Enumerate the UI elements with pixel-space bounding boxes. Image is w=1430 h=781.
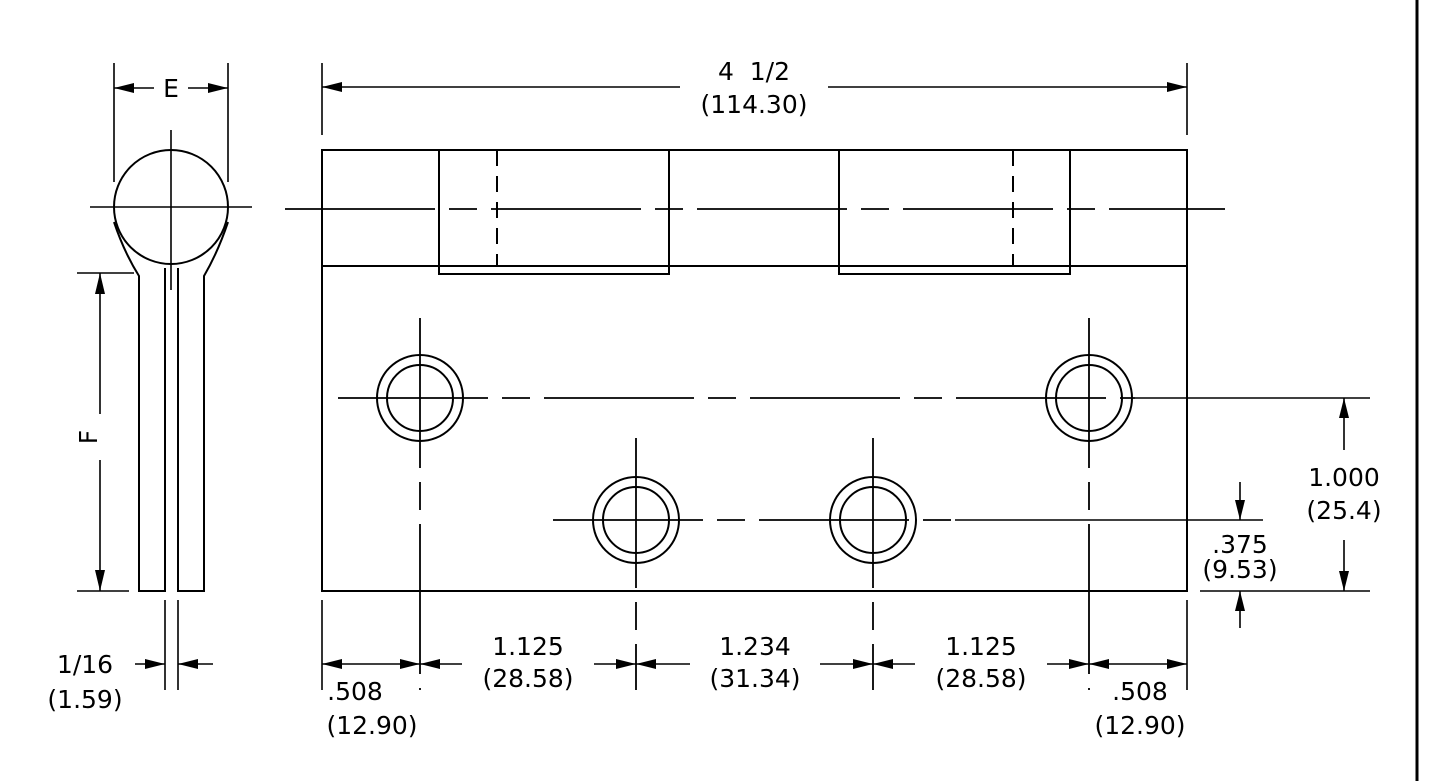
f-arrow-top [95,273,105,294]
lower-in: .375 [1212,530,1268,559]
side-view: E F 1/16 (1.59) [47,63,252,714]
span1-mm: (28.58) [482,664,573,693]
e-arrow-right [208,83,228,93]
knuckle-cutout-right [838,150,1071,275]
chain-arrows [322,659,1187,669]
lower-mm: (9.53) [1202,555,1277,584]
height-in: 1.000 [1308,463,1380,492]
f-label: F [74,430,103,444]
right-edge-mm: (12.90) [1094,711,1185,740]
leaf-arrow-left [145,659,165,669]
span1-in: 1.125 [492,632,564,661]
e-arrow-left [114,83,134,93]
leaf-thickness-in: 1/16 [57,650,113,679]
knuckle-cutout-left [438,150,670,275]
right-leaf [177,221,229,592]
leaf-arrow-right [178,659,198,669]
f-arrow-bottom [95,570,105,591]
overall-width-in: 4 1/2 [718,57,790,86]
span3-in: 1.125 [945,632,1017,661]
left-edge-mm: (12.90) [326,711,417,740]
left-leaf [113,221,166,592]
front-view: 4 1/2 (114.30) .508 (12.90) 1.125 (28.58… [285,57,1382,740]
span2-mm: (31.34) [709,664,800,693]
leaf-thickness-mm: (1.59) [47,685,122,714]
lower-arrow-top [1235,500,1245,520]
overall-arrow-right [1167,82,1187,92]
overall-width-mm: (114.30) [701,90,808,119]
span2-in: 1.234 [719,632,791,661]
span3-mm: (28.58) [935,664,1026,693]
lower-arrow-bottom [1235,591,1245,611]
leaf-outline [321,149,1188,592]
height-arrow-top [1339,398,1349,418]
height-arrow-bottom [1339,571,1349,591]
left-edge-in: .508 [327,677,383,706]
height-mm: (25.4) [1306,496,1381,525]
e-label: E [163,74,179,103]
overall-arrow-left [322,82,342,92]
right-edge-in: .508 [1112,677,1168,706]
